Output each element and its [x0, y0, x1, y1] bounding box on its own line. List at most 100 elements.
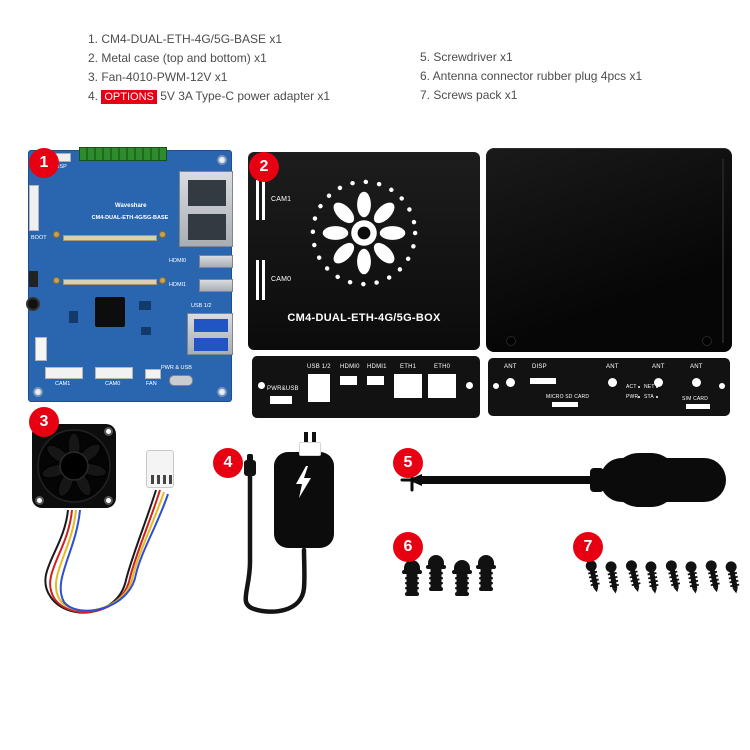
eth-port-hole: [188, 180, 226, 206]
pcb-hole: [217, 155, 227, 165]
pcb-name: CM4-DUAL-ETH-4G/5G-BASE: [91, 215, 169, 221]
sim-slot: [686, 404, 710, 409]
screws: [584, 559, 740, 595]
usb-label: USB 1/2: [191, 303, 212, 309]
ant-label-2: ANT: [606, 364, 619, 370]
plug-prong: [304, 432, 308, 446]
ant-hole: [692, 378, 701, 387]
fan-label: FAN: [146, 381, 157, 387]
hdmi1-cutout: [367, 376, 384, 385]
standoff: [53, 231, 60, 238]
hdmi0-cutout: [340, 376, 357, 385]
disp-cutout: [530, 378, 556, 384]
screwdriver: [400, 453, 726, 507]
case-edge-highlight: [722, 159, 724, 343]
led-dot: [656, 396, 658, 398]
ant-hole: [608, 378, 617, 387]
standoff: [159, 277, 166, 284]
case-cam0-label: CAM0: [271, 276, 292, 283]
callout-2: 2: [249, 152, 279, 182]
small-ic: [69, 311, 78, 323]
list-item-4-prefix: 4.: [88, 89, 102, 103]
io-panel: PWR&USB USB 1/2 HDMI0 HDMI1 ETH1 ETH0: [252, 356, 480, 418]
case-foot: [506, 336, 516, 346]
usb12-label: USB 1/2: [307, 364, 331, 370]
hdmi1-panel-label: HDMI1: [367, 364, 387, 370]
eth0-cutout: [428, 374, 456, 398]
usb-cutout: [308, 374, 330, 402]
cam0-connector: [95, 367, 133, 379]
callout-7: 7: [573, 532, 603, 562]
fan-plug-connector: [146, 450, 174, 488]
cam0-label: CAM0: [105, 381, 121, 387]
left-ffc-connector: [29, 185, 39, 231]
callout-1: 1: [29, 148, 59, 178]
standoff: [159, 231, 166, 238]
fan-header: [35, 337, 47, 361]
callout-5: 5: [393, 448, 423, 478]
parts-list-left: 1. CM4-DUAL-ETH-4G/5G-BASE x1 2. Metal c…: [88, 30, 330, 106]
sim-label: SIM CARD: [682, 396, 709, 402]
hdmi0-port: [199, 255, 233, 268]
eth1-cutout: [394, 374, 422, 398]
hdmi1-label: HDMI1: [169, 282, 187, 288]
panel-screw-hole: [719, 383, 725, 389]
led-dot: [638, 396, 640, 398]
disp-label: DISP: [54, 164, 67, 170]
pcb-board: DISP BOOT HDMI0 HDMI1 USB 1/2 PWR & USB …: [26, 147, 233, 402]
list-item-7: 7. Screws pack x1: [420, 88, 518, 102]
power-adapter-body: [274, 452, 334, 548]
pwr-led-label: PWR: [626, 394, 639, 400]
ethernet-ports: [179, 171, 233, 247]
usb-port-hole: [194, 338, 228, 351]
case-cam1-label: CAM1: [271, 196, 292, 203]
ant-label-1: ANT: [504, 364, 517, 370]
connector-pin: [163, 475, 166, 484]
chip: [95, 297, 125, 327]
cam-slot: [262, 180, 265, 220]
cm4-socket: [63, 279, 157, 285]
fan-connector: [145, 369, 161, 379]
hdmi0-label: HDMI0: [169, 258, 187, 264]
fan-screw-hole: [104, 496, 113, 505]
small-ic: [139, 301, 151, 310]
terminal-block: [79, 147, 167, 161]
cm4-socket: [63, 235, 157, 241]
plug-prong: [312, 432, 316, 446]
list-item-2: 2. Metal case (top and bottom) x1: [88, 51, 267, 65]
disp-panel-label: DISP: [532, 364, 547, 370]
fan-blades: [37, 429, 111, 503]
options-badge: OPTIONS: [101, 90, 157, 104]
eth1-label: ETH1: [400, 364, 417, 370]
pcb-brand: Waveshare: [115, 203, 147, 209]
callout-4: 4: [213, 448, 243, 478]
plug-base: [299, 442, 321, 456]
sta-led-label: STA: [644, 394, 654, 400]
usb-ports: [187, 313, 233, 355]
pwrusb-label: PWR&USB: [267, 386, 299, 392]
lightning-bolt-icon: [296, 466, 311, 498]
list-item-6: 6. Antenna connector rubber plug 4pcs x1: [420, 69, 643, 83]
standoff: [53, 277, 60, 284]
panel-screw-hole: [493, 383, 499, 389]
callout-3: 3: [29, 407, 59, 437]
net-led-label: NET: [644, 384, 655, 390]
parts-list-right: 5. Screwdriver x1 6. Antenna connector r…: [420, 48, 642, 105]
list-item-5: 5. Screwdriver x1: [420, 50, 513, 64]
hdmi0-panel-label: HDMI0: [340, 364, 360, 370]
small-ic: [141, 327, 151, 335]
ant-label-4: ANT: [690, 364, 703, 370]
cam-slot: [262, 260, 265, 300]
connector-pin: [157, 475, 160, 484]
connector-pin: [151, 475, 154, 484]
panel-screw-hole: [258, 382, 265, 389]
case-top: CAM1 CAM0 CM4-DUAL-ETH-4G/5G-BOX: [248, 152, 480, 350]
pcb-hole: [217, 387, 227, 397]
case-title: CM4-DUAL-ETH-4G/5G-BOX: [287, 312, 441, 324]
case-foot: [702, 336, 712, 346]
side-port: [29, 271, 38, 287]
fan: [32, 424, 116, 508]
audio-jack: [26, 297, 40, 311]
cam-slot: [256, 260, 259, 300]
